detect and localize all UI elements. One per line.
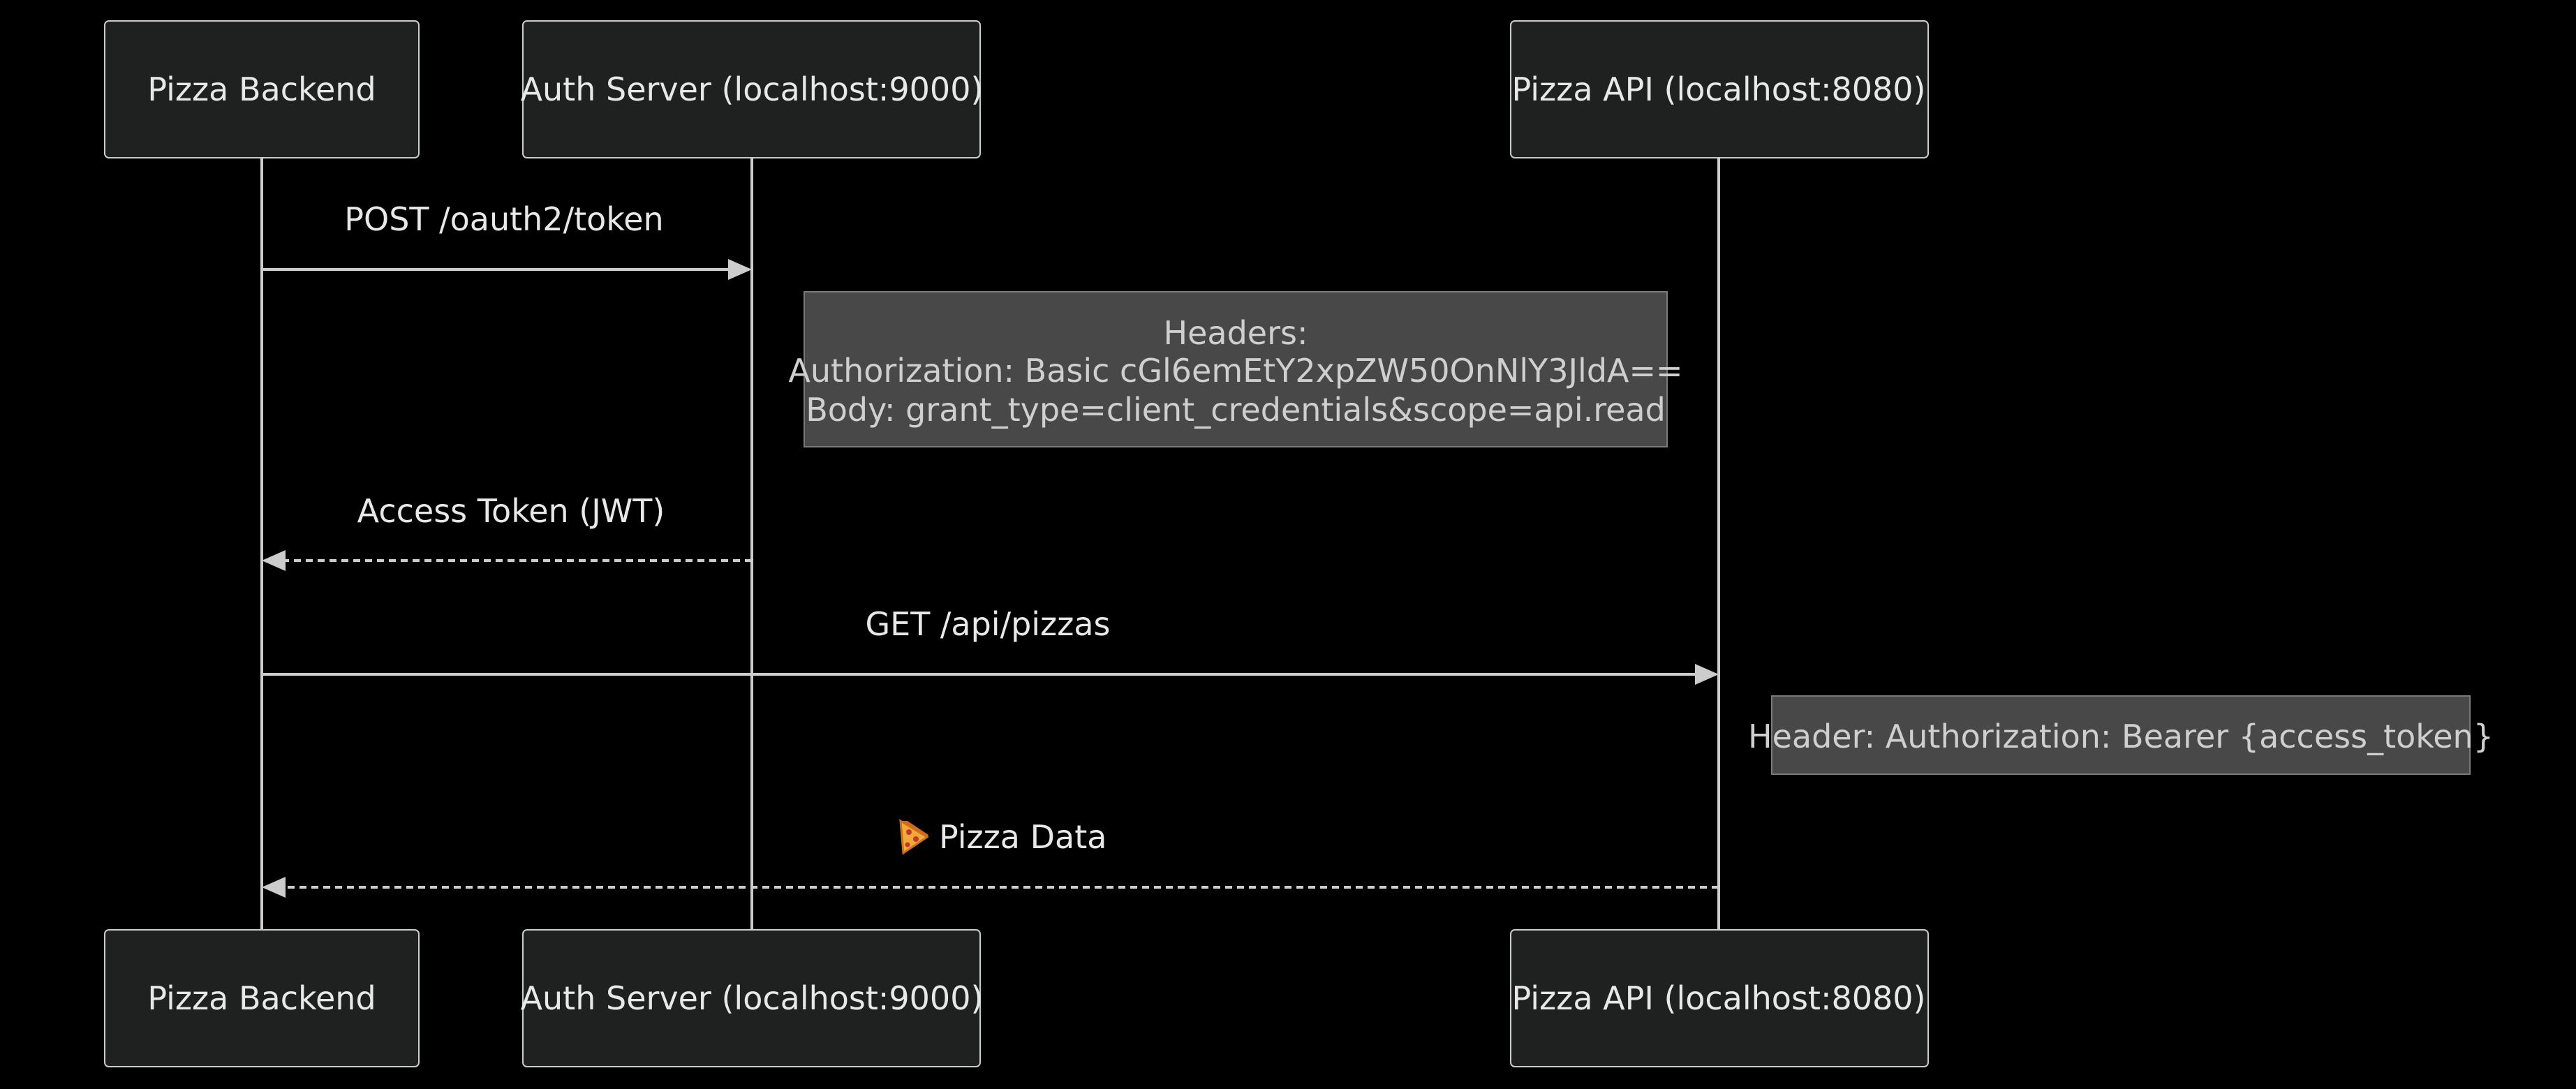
note-line: Headers: (1164, 314, 1308, 352)
actor-box (104, 929, 420, 1067)
message-token-response: Access Token (JWT) (262, 492, 752, 571)
message-label: Access Token (JWT) (357, 492, 665, 530)
arrow-head (262, 550, 286, 571)
note-line: Header: Authorization: Bearer {access_to… (1748, 718, 2494, 755)
actor-label: Pizza API (localhost:8080) (1512, 71, 1926, 108)
arrow-head (1695, 664, 1719, 685)
actor-box (522, 20, 981, 158)
actor-pizza-api-top[interactable]: Pizza API (localhost:8080) (1510, 20, 1929, 158)
note-line: Authorization: Basic cGl6emEtY2xpZW50OnN… (788, 352, 1682, 390)
note-pizzas-request: Header: Authorization: Bearer {access_to… (1748, 695, 2494, 775)
actor-box (104, 20, 420, 158)
actor-pizza-backend-bottom[interactable]: Pizza Backend (104, 929, 420, 1067)
actor-auth-server-bottom[interactable]: Auth Server (localhost:9000) (521, 929, 984, 1067)
actor-pizza-api-bottom[interactable]: Pizza API (localhost:8080) (1510, 929, 1929, 1067)
actor-box (522, 929, 981, 1067)
note-box (804, 291, 1668, 447)
message-label: Pizza Data (939, 818, 1106, 856)
arrow-head (262, 877, 286, 898)
actor-label: Auth Server (localhost:9000) (521, 979, 984, 1017)
actor-label: Auth Server (localhost:9000) (521, 71, 984, 108)
message-token-request: POST /oauth2/token (262, 200, 752, 280)
actor-label: Pizza Backend (147, 71, 376, 108)
actor-box (1510, 929, 1929, 1067)
actor-label: Pizza API (localhost:8080) (1512, 979, 1926, 1017)
actor-label: Pizza Backend (147, 979, 376, 1017)
note-token-request: Headers: Authorization: Basic cGl6emEtY2… (788, 291, 1683, 447)
message-label: GET /api/pizzas (865, 605, 1110, 643)
message-pizzas-response: Pizza Data (262, 818, 1719, 898)
arrow-head (728, 259, 752, 280)
pizza-icon (899, 819, 929, 855)
actor-auth-server-top[interactable]: Auth Server (localhost:9000) (521, 20, 984, 158)
message-pizzas-request: GET /api/pizzas (262, 605, 1719, 685)
message-label: POST /oauth2/token (344, 200, 663, 238)
note-line: Body: grant_type=client_credentials&scop… (806, 391, 1666, 429)
note-box (1771, 695, 2471, 775)
actor-pizza-backend-top[interactable]: Pizza Backend (104, 20, 420, 158)
actor-box (1510, 20, 1929, 158)
